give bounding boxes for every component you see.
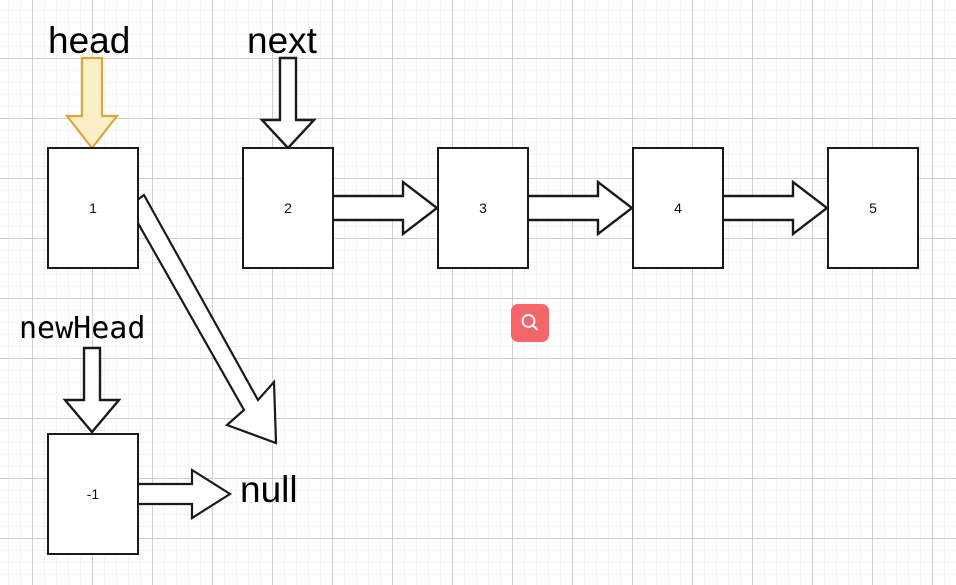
node3-to-node4-arrow <box>524 179 634 237</box>
node-2[interactable]: 2 <box>242 147 334 269</box>
node-1[interactable]: 1 <box>47 147 139 269</box>
node-5[interactable]: 5 <box>827 147 919 269</box>
node-4[interactable]: 4 <box>632 147 724 269</box>
new-head-pointer-arrow <box>62 346 122 434</box>
node-2-value: 2 <box>284 200 292 216</box>
search-button[interactable] <box>511 304 549 342</box>
node-4-value: 4 <box>674 200 682 216</box>
node-3[interactable]: 3 <box>437 147 529 269</box>
label-new-head: newHead <box>19 311 146 346</box>
node2-to-node3-arrow <box>329 179 439 237</box>
label-next: next <box>247 20 317 61</box>
next-pointer-arrow <box>259 56 317 150</box>
head-pointer-arrow <box>64 56 120 150</box>
label-null: null <box>240 469 298 510</box>
node-5-value: 5 <box>869 200 877 216</box>
node1-to-null-arrow <box>128 193 278 445</box>
node-1-value: 1 <box>89 200 97 216</box>
node4-to-node5-arrow <box>719 179 829 237</box>
label-head: head <box>48 20 131 61</box>
search-icon <box>521 314 538 331</box>
node-minus-1[interactable]: -1 <box>47 433 139 555</box>
node-minus-1-value: -1 <box>86 486 100 502</box>
node-3-value: 3 <box>479 200 487 216</box>
